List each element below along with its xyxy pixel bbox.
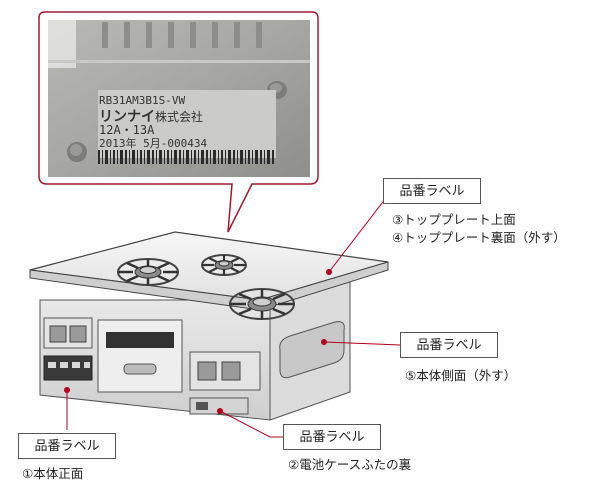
burner-rear: [201, 254, 247, 276]
label-box-top-plate: 品番ラベル: [383, 178, 481, 204]
sticker-maker: リンナイ株式会社: [99, 108, 203, 124]
caption-side: ⑤本体側面（外す）: [405, 368, 517, 383]
sticker-model: RB31AM3B1S-VW: [99, 94, 186, 107]
gas-cooktop: [29, 231, 389, 421]
leader-lines: [64, 189, 401, 438]
label-box-battery-case: 品番ラベル: [283, 424, 381, 450]
caption-battery-case: ②電池ケースふたの裏: [288, 457, 412, 472]
caption-top-plate-underside: ④トッププレート裏面（外す）: [392, 230, 566, 245]
burner-left: [117, 258, 179, 286]
grill-drawer: [97, 319, 183, 393]
grill-window: [106, 332, 174, 348]
side-slot: [279, 321, 345, 379]
marker-side: [321, 339, 327, 345]
marker-front: [64, 387, 70, 393]
photo-ridge: [48, 60, 310, 63]
sticker-maker-brand: リンナイ: [99, 109, 155, 125]
caption-top-plate-surface: ③トッププレート上面: [392, 212, 516, 227]
marker-battery-case: [217, 408, 223, 414]
leader-battery-case: [219, 410, 283, 438]
leader-side: [323, 341, 401, 346]
sticker-maker-suffix: 株式会社: [155, 110, 204, 124]
sticker-area: [98, 90, 276, 158]
sticker-gas-type: 12A・13A: [99, 123, 155, 137]
inset-photo-callout: [38, 11, 319, 233]
barcode: [98, 150, 274, 164]
leader-top-plate: [328, 189, 393, 273]
sticker-serial: 2013年 5月-000434: [99, 137, 208, 150]
label-box-side: 品番ラベル: [400, 332, 498, 358]
caption-front: ①本体正面: [22, 466, 84, 481]
label-box-front: 品番ラベル: [18, 433, 116, 459]
grill-handle: [123, 363, 157, 375]
marker-top-plate: [326, 269, 332, 275]
burner-right: [229, 288, 295, 320]
